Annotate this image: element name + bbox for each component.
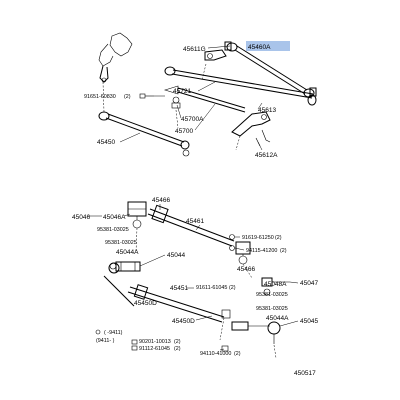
label-94110-qty: (2) [234,351,241,357]
label-45700A: 45700A [181,116,204,123]
label-45044A-left: 45044A [116,249,139,256]
label-45613: 45613 [258,107,276,114]
label-91651: 91651-60830 [84,94,116,100]
adjusting-tube-45044 [109,261,141,272]
label-45460A: 45460A [248,44,271,51]
label-45450D-b: 45450D [172,318,195,325]
label-91112: 91112-61045 [139,346,170,352]
label-45466-top: 45466 [152,197,170,204]
label-45044A-right: 45044A [266,315,289,322]
label-45466-mid: 45466 [237,266,255,273]
steering-gear-sketch [98,32,133,83]
label-45700: 45700 [175,128,193,135]
label-94110: 94110-41000 [200,351,231,357]
rod-45700A [163,85,246,113]
idler-arm-45611G [204,49,227,61]
label-95381-b: 95381-03025 [105,240,137,246]
label-45044: 45044 [167,252,185,259]
figure-number: 450517 [294,370,316,377]
label-91651-qty: (2) [124,94,131,100]
label-94115: 94115-41200 [246,248,277,254]
label-45045: 45045 [300,318,318,325]
label-95381-a: 95381-03025 [97,227,129,233]
tie-rod-end-45046 [127,201,147,229]
label-45611G: 45611G [183,46,206,53]
knuckle-arm-45612A [231,111,271,147]
bolt-91651 [139,93,154,99]
label-45048A: 45048A [264,281,287,288]
label-45046A: 45046A [103,214,126,221]
tie-rod-end-45045 [221,309,281,344]
label-91112-qty: (2) [174,346,181,352]
label-45450: 45450 [97,139,115,146]
fasteners [95,234,235,352]
label-95381-c: 95381-03025 [256,292,288,298]
relay-rod-45460A [224,41,317,98]
label-90201-qty: (2) [174,339,181,345]
label-91619-qty: (2) [275,235,282,241]
tie-rod-end-45047 [261,277,290,296]
note-range-2: (9411- ) [96,338,115,344]
label-45612A: 45612A [255,152,278,159]
tie-rod-45450D [103,262,135,307]
tie-rod-45451 [127,284,225,323]
label-45721: 45721 [173,88,191,95]
label-45046: 45046 [72,214,90,221]
label-91611: 91611-61045 [196,285,227,291]
label-45451: 45451 [170,285,188,292]
drag-link-45700 [164,66,317,106]
tie-rod-45450 [98,111,190,157]
label-91611-qty: (2) [229,285,236,291]
label-45047: 45047 [300,280,318,287]
label-91619: 91619-61250 [242,235,274,241]
label-90201: 90201-10013 [139,339,171,345]
label-45461: 45461 [186,218,204,225]
label-94115-qty: (2) [280,248,287,254]
highlight-45460A [246,41,290,51]
note-range-1: ( -9411) [104,330,123,336]
label-95381-d: 95381-03025 [256,306,288,312]
label-45450D: 45450D [134,300,157,307]
center-rod-45461 [147,204,235,247]
